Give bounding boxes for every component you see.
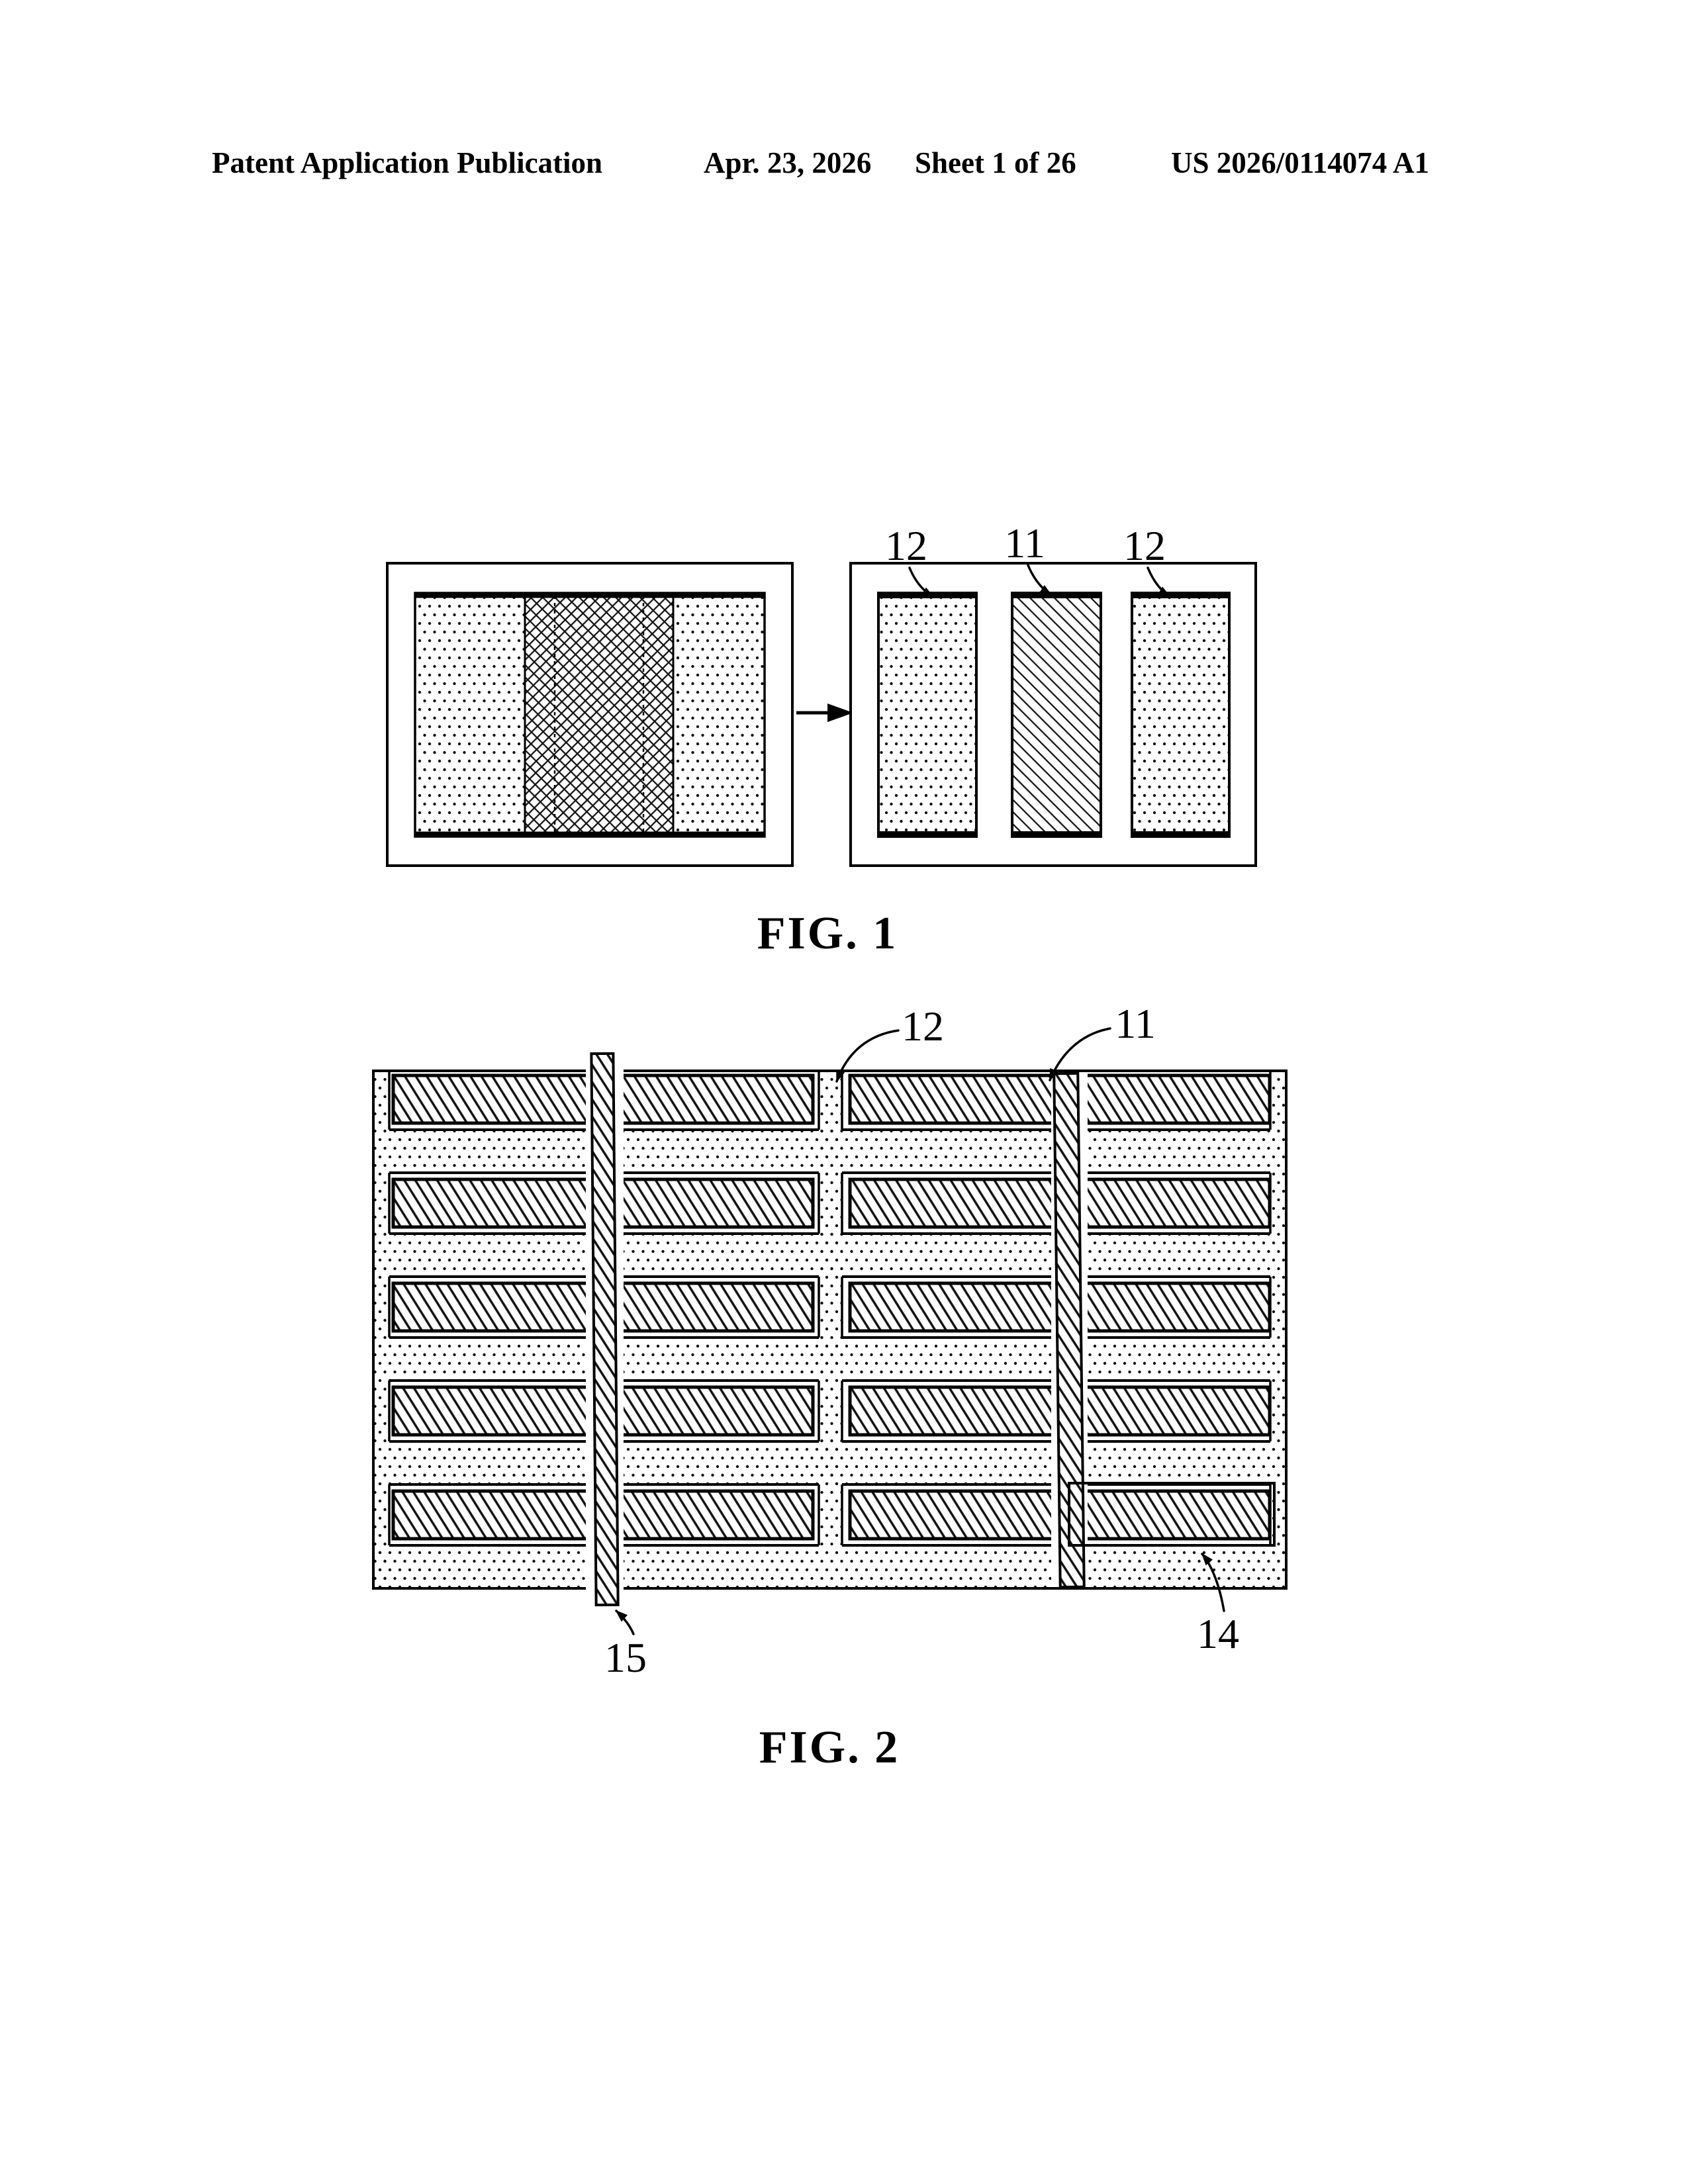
fig1-diagram: 12 11 12 FIG. 1 [386,520,1257,959]
fig1-leader-12-left [908,567,935,598]
fig2-dotted-row-1 [389,1130,1270,1173]
fig2-ref-label-14: 14 [1197,1610,1239,1657]
fig1-leader-11 [1027,564,1053,596]
fig2-ref-label-12: 12 [902,1003,944,1050]
fig1-ref-label-12-right: 12 [1123,522,1166,569]
fig1-right-dotted-band [673,593,765,837]
header-date: Apr. 23, 2026 [704,146,872,179]
fig2-vertical-bar-15 [590,1052,620,1607]
fig2-dotted-row-4 [389,1441,1270,1484]
fig2-ref-label-15: 15 [604,1634,647,1681]
fig1-left-dotted-band [415,593,525,837]
fig1-bar-12-left [877,592,978,838]
fig2-vertical-bar-right [1053,1071,1086,1589]
fig2-highlight-outline-14 [1068,1482,1276,1547]
header-publication-number: US 2026/0114074 A1 [1171,146,1430,179]
fig2-ref-label-11: 11 [1115,1000,1156,1047]
fig1-ref-label-11: 11 [1004,520,1045,567]
fig1-crosshatch-band-overlay [525,593,673,837]
fig2-bottom-strip [373,1545,1286,1588]
fig2-leader-14 [1201,1553,1225,1612]
header-publication-title: Patent Application Publication [212,146,603,179]
fig1-bar-11-center [1011,592,1102,838]
fig1-left-panel [386,562,794,867]
fig1-process-arrow-icon [796,704,853,722]
fig1-ref-label-12-left: 12 [885,522,927,569]
fig2-leader-11 [1049,1027,1111,1081]
fig2-caption: FIG. 2 [759,1722,900,1773]
fig1-right-panel [849,562,1257,867]
fig2-diagram: 12 11 15 14 FIG. 2 [372,1000,1288,1773]
fig1-caption: FIG. 1 [757,908,898,959]
fig2-leader-15 [615,1610,635,1635]
fig1-bar-12-right [1131,592,1231,838]
fig2-right-edge-strip [1270,1071,1286,1588]
fig2-leader-12 [835,1029,900,1083]
fig1-leader-12-right [1147,567,1171,598]
fig2-dotted-row-2 [389,1234,1270,1277]
fig2-outer-frame [372,1069,1288,1590]
fig2-left-edge-strip [373,1071,389,1588]
header-sheet-count: Sheet 1 of 26 [915,146,1076,179]
fig2-dotted-row-3 [389,1338,1270,1381]
